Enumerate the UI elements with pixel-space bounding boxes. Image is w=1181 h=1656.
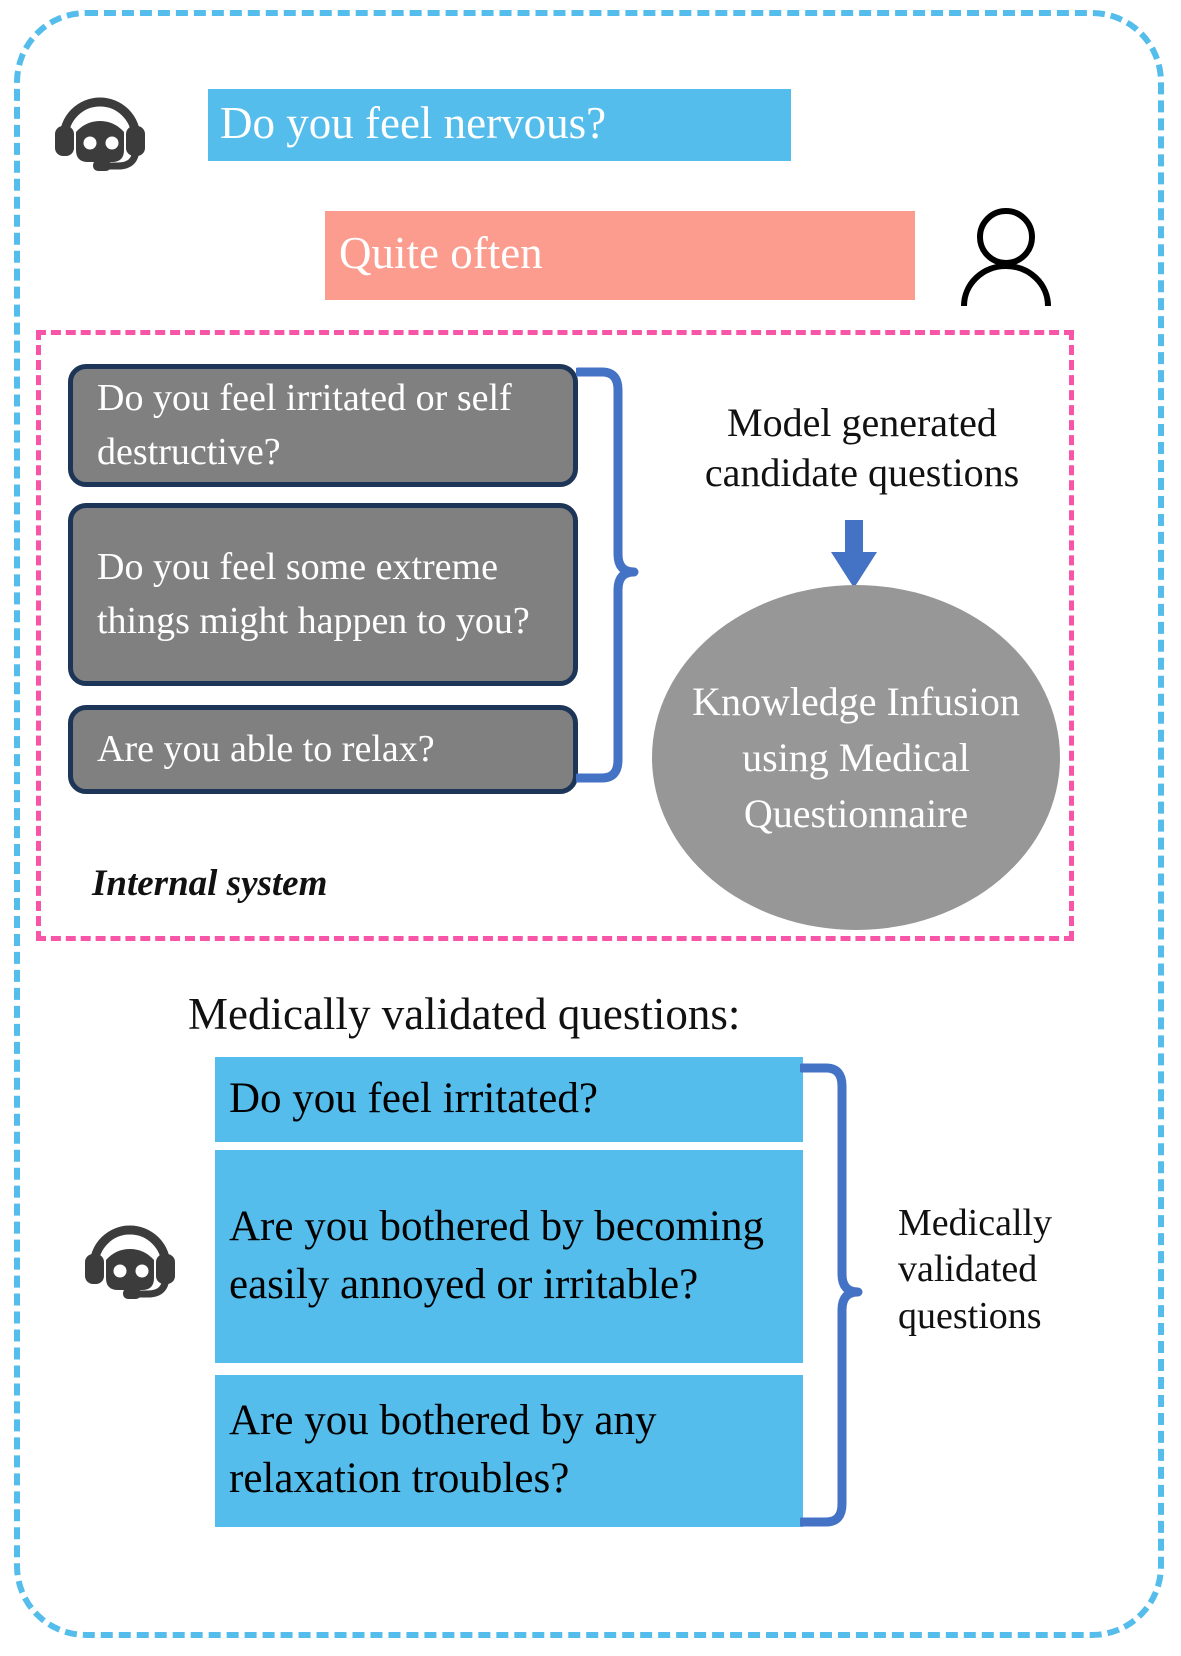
- validated-question-bar: Are you bothered by becoming easily anno…: [215, 1150, 803, 1363]
- validated-question-text: Are you bothered by becoming easily anno…: [229, 1202, 764, 1308]
- robot-headset-icon: [76, 1214, 184, 1308]
- robot-headset-icon: [46, 86, 154, 180]
- down-arrow-icon: [825, 518, 883, 590]
- knowledge-infusion-text: Knowledge Infusion using Medical Questio…: [692, 678, 1020, 836]
- candidate-question-text: Are you able to relax?: [97, 727, 435, 770]
- bot-question-text: Do you feel nervous?: [220, 97, 607, 148]
- user-avatar-icon: [958, 206, 1054, 306]
- user-answer-text: Quite often: [339, 228, 543, 279]
- candidate-question-text: Do you feel irritated or self destructiv…: [97, 376, 512, 473]
- validated-questions-heading: Medically validated questions:: [188, 989, 741, 1039]
- validated-question-text: Are you bothered by any relaxation troub…: [229, 1397, 657, 1502]
- validated-question-bar: Do you feel irritated?: [215, 1057, 803, 1142]
- internal-system-label: Internal system: [92, 863, 328, 904]
- candidate-questions-label: Model generated candidate questions: [704, 400, 1020, 496]
- candidate-question-card: Are you able to relax?: [68, 705, 578, 794]
- candidate-question-card: Do you feel irritated or self destructiv…: [68, 364, 578, 487]
- candidate-question-card: Do you feel some extreme things might ha…: [68, 503, 578, 686]
- knowledge-infusion-node: Knowledge Infusion using Medical Questio…: [652, 585, 1060, 930]
- bot-question-bubble: Do you feel nervous?: [208, 89, 791, 161]
- user-answer-bubble: Quite often: [325, 211, 915, 300]
- validated-questions-side-label: Medically validated questions: [898, 1202, 1053, 1337]
- validated-question-bar: Are you bothered by any relaxation troub…: [215, 1375, 803, 1527]
- candidate-question-text: Do you feel some extreme things might ha…: [97, 545, 530, 642]
- validated-group-brace: [800, 1062, 900, 1528]
- validated-question-text: Do you feel irritated?: [229, 1074, 598, 1122]
- candidate-group-brace: [576, 366, 676, 784]
